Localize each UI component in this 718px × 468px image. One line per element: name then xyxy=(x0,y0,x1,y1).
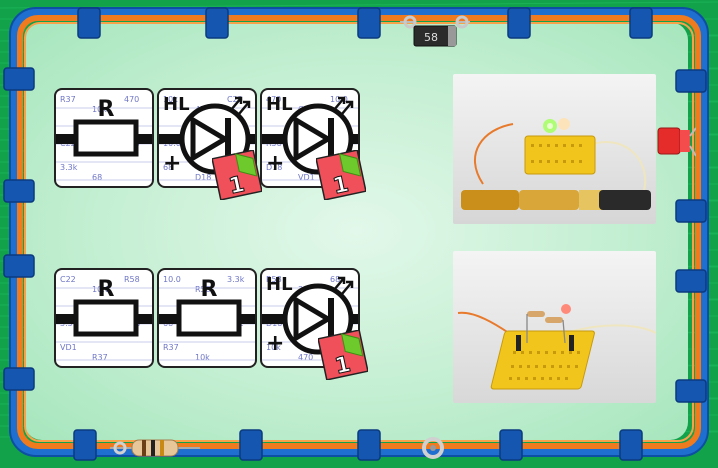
wire-clip xyxy=(3,254,35,278)
resistor-label: R xyxy=(201,277,218,302)
green-gem-icon xyxy=(338,153,362,177)
wire-clip xyxy=(675,379,707,403)
schematic-text: C22 xyxy=(227,95,243,104)
wire-clip xyxy=(73,429,97,461)
schematic-text: VD1 xyxy=(60,343,77,352)
plus-sign: + xyxy=(266,331,284,356)
schematic-text: 10k xyxy=(163,95,178,104)
resistor-symbol-icon: R xyxy=(56,97,152,157)
wire-clip xyxy=(629,7,653,39)
resistor-symbol-icon: R xyxy=(159,277,255,337)
schematic-text: 470 xyxy=(298,353,313,362)
light-arrows-icon xyxy=(333,276,354,295)
led-component[interactable] xyxy=(656,118,696,178)
count-badge[interactable]: 1 xyxy=(318,330,368,380)
schematic-text: D18 xyxy=(266,163,282,172)
schematic-text: 470 xyxy=(124,95,139,104)
circuit-photo-1 xyxy=(453,74,656,224)
schematic-text: D18 xyxy=(195,173,211,182)
count-badge[interactable]: 1 xyxy=(316,150,366,200)
wire-clip xyxy=(3,179,35,203)
resistor-label: R xyxy=(98,277,115,302)
schematic-text: R58 xyxy=(124,275,140,284)
wire-clip xyxy=(205,7,229,39)
diode-marking: 58 xyxy=(424,31,438,44)
light-arrows-icon xyxy=(230,96,251,115)
green-gem-icon xyxy=(340,333,364,357)
schematic-text: R37 xyxy=(163,343,179,352)
battery-icon xyxy=(461,190,651,210)
schematic-text: R58 xyxy=(195,285,211,294)
wire-clip xyxy=(507,7,531,39)
plus-sign: + xyxy=(163,151,181,176)
wire-clip xyxy=(3,367,35,391)
schematic-text: 3.3k xyxy=(227,275,245,284)
wire-clip xyxy=(3,67,35,91)
schematic-text: C22 xyxy=(60,275,76,284)
diode-component[interactable]: 58 xyxy=(400,14,470,54)
schematic-text: 10.0 xyxy=(330,95,348,104)
led-label: HL xyxy=(266,274,293,295)
breadboard-photo xyxy=(461,118,651,210)
schematic-text: 10k xyxy=(92,105,107,114)
schematic-text: R37 xyxy=(92,353,108,362)
wire-clip xyxy=(499,429,523,461)
green-gem-icon xyxy=(234,153,258,177)
badge-count: 1 xyxy=(333,352,353,380)
wire-clip xyxy=(239,429,263,461)
resistor-label: R xyxy=(98,97,115,122)
resistor-symbol-icon: R xyxy=(56,277,152,337)
schematic-text: 470 xyxy=(266,95,281,104)
wire-clip xyxy=(77,7,101,39)
wire-clip xyxy=(357,7,381,39)
schematic-text: 3.3k xyxy=(60,163,78,172)
led-label: HL xyxy=(266,94,293,115)
badge-count: 1 xyxy=(227,172,247,200)
badge-count: 1 xyxy=(331,172,351,200)
wire-clip xyxy=(619,429,643,461)
wire-clip xyxy=(675,69,707,93)
count-badge[interactable]: 1 xyxy=(212,150,262,200)
resistor-component[interactable] xyxy=(110,436,200,460)
schematic-text: 10k xyxy=(195,353,210,362)
wire-clip xyxy=(675,199,707,223)
schematic-text: 68 xyxy=(330,275,340,284)
schematic-text: 10.0 xyxy=(163,275,181,284)
schematic-text: 10.0 xyxy=(92,285,110,294)
wire-clip xyxy=(675,269,707,293)
schematic-text: 68 xyxy=(92,173,102,182)
wire-clip xyxy=(357,429,381,461)
schematic-text: VD1 xyxy=(298,173,315,182)
led-label: HL xyxy=(163,94,190,115)
breadboard-photo xyxy=(457,304,656,390)
schematic-text: 68 xyxy=(163,163,173,172)
circuit-photo-2 xyxy=(453,251,656,403)
light-arrows-icon xyxy=(333,96,354,115)
schematic-text: 10k xyxy=(266,343,281,352)
schematic-text: R37 xyxy=(60,95,76,104)
schematic-text: R58 xyxy=(266,275,282,284)
connector-ring xyxy=(422,437,444,459)
plus-sign: + xyxy=(266,151,284,176)
